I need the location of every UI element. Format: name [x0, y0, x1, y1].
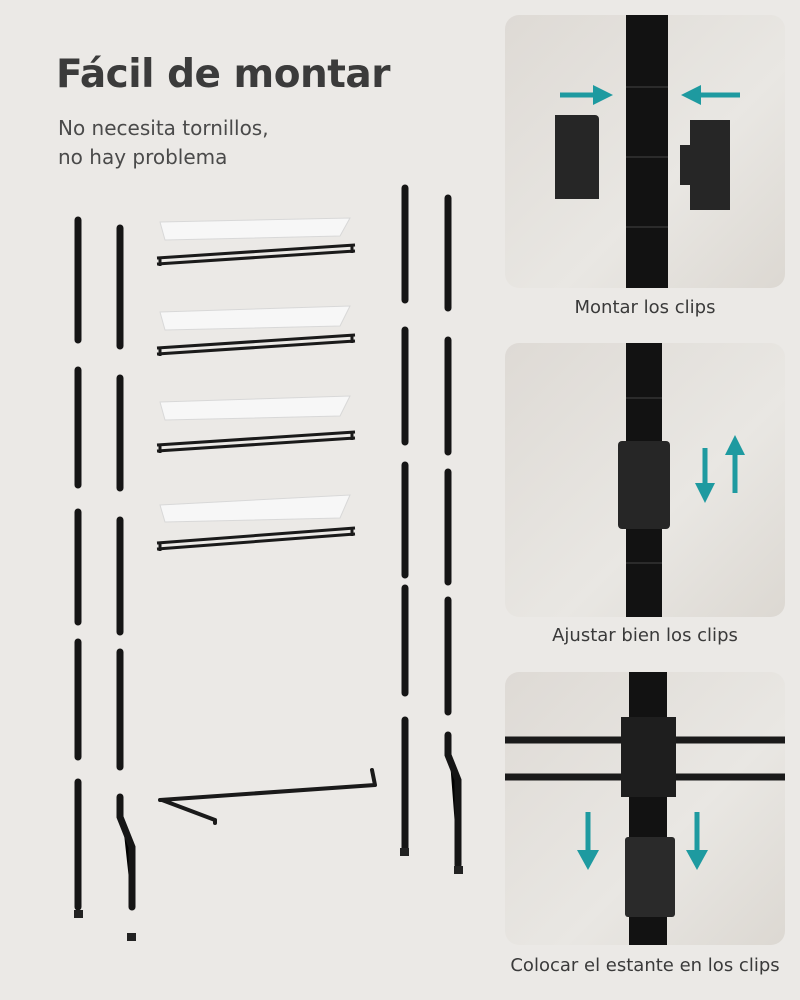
pole: [626, 15, 668, 288]
clip-left-icon: [555, 115, 599, 199]
feet: [74, 848, 463, 941]
exploded-assembly-diagram: [74, 184, 463, 941]
subtitle-line-1: No necesita tornillos,: [58, 116, 269, 140]
step-caption: Montar los clips: [574, 297, 716, 318]
arrows-down-icon: [577, 812, 708, 870]
wire-shelves: [156, 243, 356, 551]
step-caption: Ajustar bien los clips: [552, 625, 738, 646]
clip-right-icon: [680, 120, 730, 210]
arrows-inward-icon: [560, 85, 740, 105]
base-frame: [158, 768, 377, 825]
subtitle-line-2: no hay problema: [58, 145, 228, 169]
step-caption: Colocar el estante en los clips: [510, 955, 780, 976]
step-panel-adjust-clips: [505, 343, 785, 617]
clip-icon: [618, 441, 670, 529]
step-panel-mount-clips: [505, 15, 785, 288]
clip-icon: [621, 717, 676, 797]
step-panel-place-shelf: [505, 672, 785, 945]
clip-icon: [625, 837, 675, 917]
poles: [74, 184, 462, 911]
shelf-liners: [159, 217, 351, 523]
arrows-up-down-icon: [695, 435, 745, 503]
page-title: Fácil de montar: [56, 52, 390, 97]
